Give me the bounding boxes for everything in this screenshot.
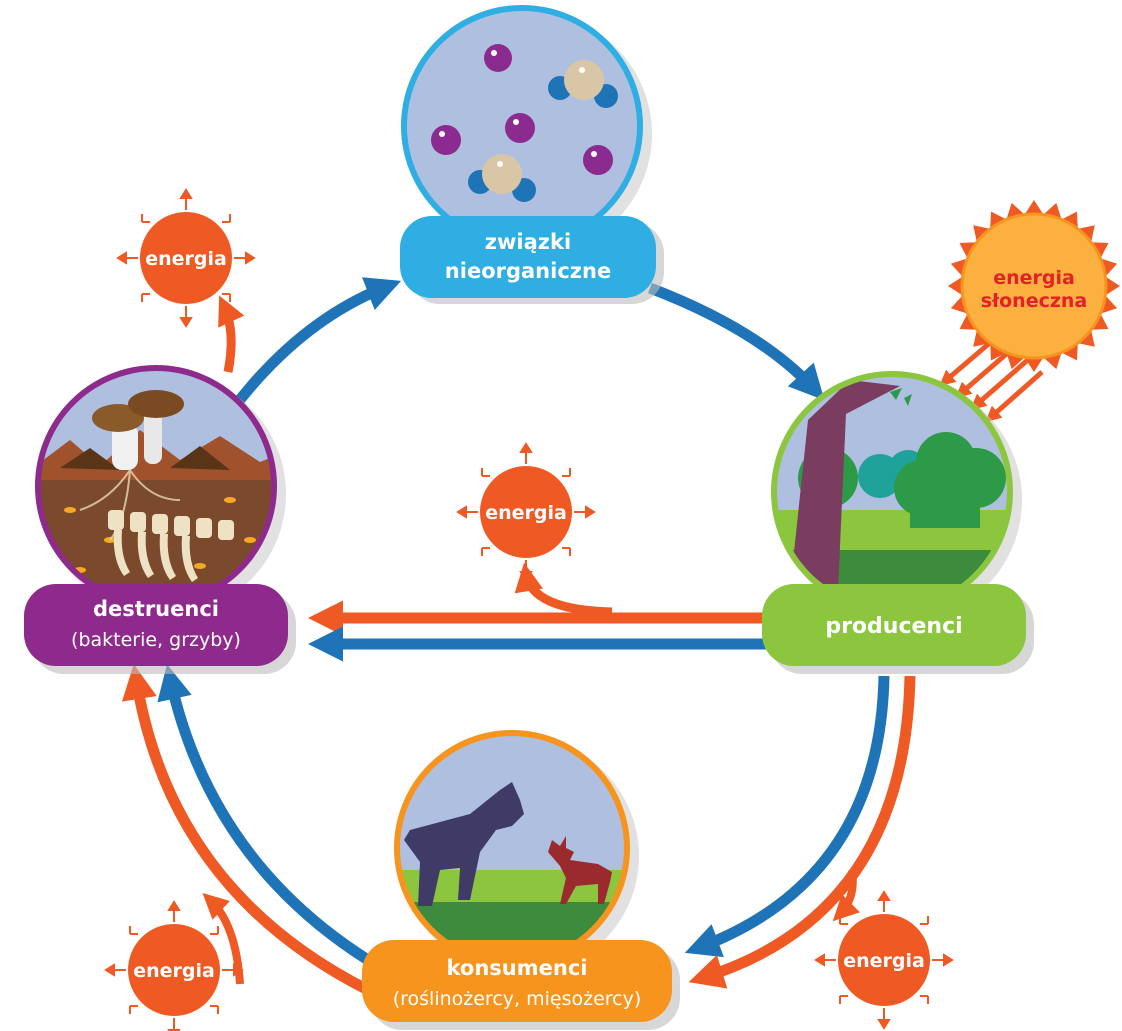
inorganic-title-line2: nieorganiczne — [445, 259, 611, 283]
deer-silhouette — [548, 836, 612, 904]
energy-badge-decomposers: energia — [117, 189, 255, 327]
mushrooms — [92, 390, 184, 470]
bones — [108, 510, 234, 582]
arrow-consumers-to-decomposers-matter — [157, 664, 371, 965]
soil-mushrooms-illustration — [38, 390, 274, 604]
inorganic-title-line1: związki — [485, 230, 571, 254]
water-molecule — [468, 154, 536, 202]
water-molecule — [548, 60, 618, 108]
sun: energia słoneczna — [948, 200, 1120, 372]
energy-label: energia — [485, 502, 567, 524]
energy-label: energia — [843, 950, 925, 972]
consumers-title: konsumenci — [447, 956, 588, 980]
energy-label: energia — [145, 248, 227, 270]
producers-title: producenci — [825, 614, 962, 639]
wolf-silhouette — [404, 782, 524, 906]
energy-badge-consumers-left: energia — [105, 901, 243, 1031]
arrow-energy-release-decomposers — [218, 295, 245, 373]
node-inorganic-compounds: związki nieorganiczne — [400, 5, 664, 304]
energy-badge-producers: energia — [457, 443, 595, 581]
consumers-subtitle: (roślinożercy, mięsożercy) — [393, 988, 642, 1010]
energy-label: energia — [133, 960, 215, 982]
node-decomposers: destruenci (bakterie, grzyby) — [24, 365, 296, 674]
arrow-decomposers-to-inorganic — [227, 277, 402, 414]
sun-label-line2: słoneczna — [981, 290, 1088, 312]
molecules-illustration — [431, 44, 618, 202]
decomposers-title: destruenci — [93, 597, 219, 621]
arrow-consumers-to-decomposers-energy — [121, 664, 371, 995]
node-consumers: konsumenci (roślinożercy, mięsożercy) — [362, 730, 680, 1030]
sun-label-line1: energia — [993, 267, 1075, 289]
arrow-inorganic-to-producers — [648, 282, 825, 401]
node-producers: producenci — [762, 371, 1034, 674]
arrow-producers-to-consumers-matter — [684, 675, 890, 958]
energy-badge-consumers-right: energia — [815, 891, 953, 1029]
arrow-energy-release-producer-to-consumer — [832, 869, 860, 922]
decomposers-subtitle: (bakterie, grzyby) — [71, 629, 241, 651]
arrow-energy-release-producers — [514, 562, 613, 617]
